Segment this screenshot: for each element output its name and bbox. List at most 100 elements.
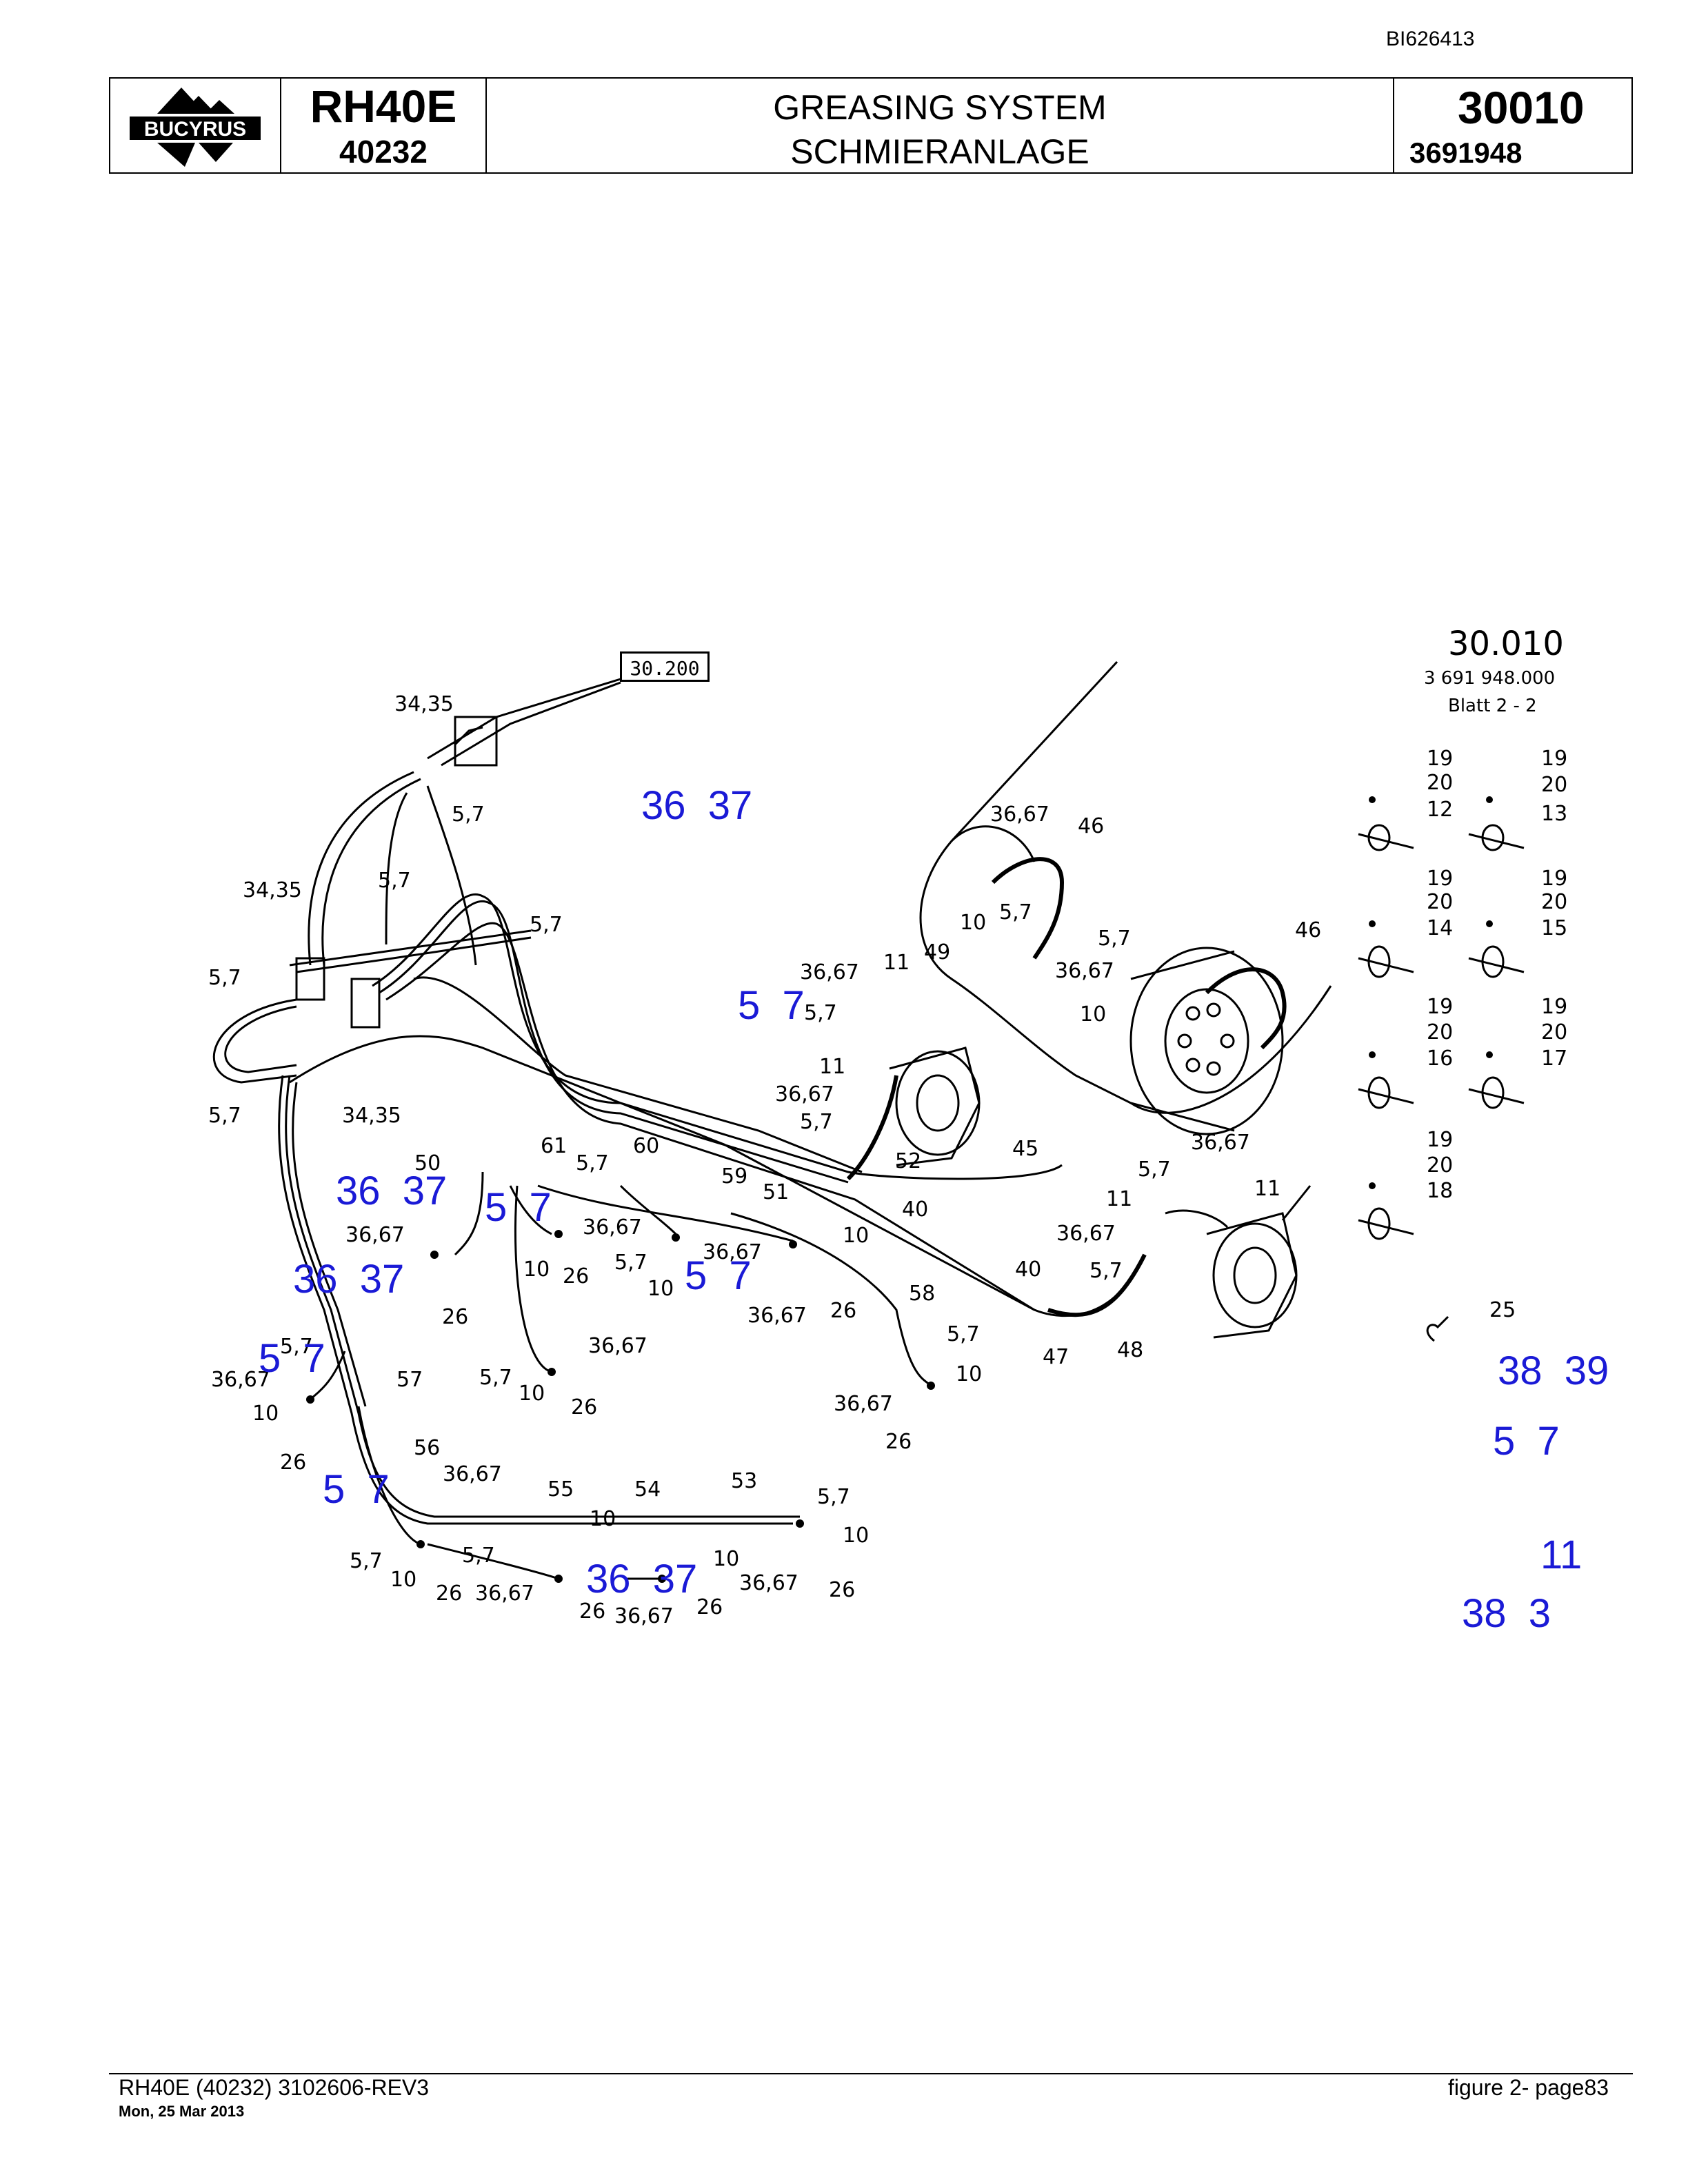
callout-label: 60	[633, 1134, 659, 1158]
callout-label: 5,7	[462, 1544, 495, 1568]
document-id: BI626413	[1386, 28, 1475, 50]
callout-label: 36,67	[800, 960, 859, 984]
footer-page: figure 2- page83	[1448, 2075, 1609, 2100]
callout-label: 36,67	[703, 1240, 762, 1264]
callout-label: 20	[1541, 773, 1567, 797]
sheet-number: 30.010	[1448, 625, 1564, 663]
callout-label: 36,67	[614, 1604, 674, 1628]
footer-date: Mon, 25 Mar 2013	[119, 2103, 245, 2120]
callout-label: 10	[713, 1547, 739, 1571]
callout-label: 26	[280, 1450, 306, 1475]
callout-label: 16	[1427, 1046, 1453, 1071]
callout-label: 15	[1541, 916, 1567, 940]
callout-label: 5,7	[208, 966, 241, 990]
callout-label: 45	[1012, 1137, 1038, 1161]
callout-label: 11	[1106, 1187, 1132, 1211]
callout-label: 5,7	[530, 913, 563, 937]
callout-label: 47	[1043, 1345, 1069, 1369]
drawing-number: 3 691 948.000	[1424, 668, 1555, 689]
callout-label: 19	[1427, 995, 1453, 1019]
title-english: GREASING SYSTEM	[773, 88, 1107, 127]
callout-label: 36,67	[211, 1368, 270, 1392]
callout-label: 26	[829, 1578, 855, 1602]
callout-label: 11	[883, 951, 910, 975]
callout-label: 46	[1078, 814, 1104, 838]
title-cell: GREASING SYSTEM SCHMIERANLAGE	[487, 79, 1394, 172]
callout-label: 55	[547, 1477, 574, 1502]
callout-label: 26	[442, 1305, 468, 1329]
callout-label: 36,67	[775, 1082, 834, 1106]
callout-label: 26	[579, 1599, 605, 1624]
callout-label: 10	[523, 1257, 550, 1282]
callout-label: 10	[960, 911, 986, 935]
callout-label: 36,67	[583, 1215, 642, 1240]
callout-label: 48	[1117, 1338, 1143, 1362]
callout-label: 49	[924, 940, 950, 964]
overlay-label: 5 7	[323, 1467, 390, 1512]
callout-label: 5,7	[1098, 927, 1131, 951]
line-work	[212, 660, 1525, 1580]
callout-label: 5,7	[614, 1251, 647, 1275]
callout-label: 20	[1427, 1020, 1453, 1044]
callout-label: 40	[902, 1197, 928, 1222]
overlay-label: 36 37	[336, 1169, 447, 1213]
callout-label: 5,7	[479, 1366, 512, 1390]
overlay-label: 38 39	[1498, 1348, 1609, 1393]
part-number: 3691948	[1409, 136, 1523, 169]
callout-label: 5,7	[1138, 1157, 1171, 1182]
callout-label: 56	[414, 1436, 440, 1460]
callout-label: 10	[390, 1568, 416, 1592]
callout-label: 46	[1295, 918, 1321, 942]
callout-label: 53	[731, 1469, 757, 1493]
callout-label: 5,7	[378, 869, 411, 893]
model-cell: RH40E 40232	[281, 79, 487, 172]
callout-label: 57	[396, 1368, 423, 1392]
callout-label: 26	[830, 1299, 856, 1323]
callout-label: 5,7	[999, 900, 1032, 924]
group-number: 30010	[1458, 82, 1585, 133]
callout-label: 26	[571, 1395, 597, 1419]
callout-label: 10	[252, 1402, 279, 1426]
callout-label: 19	[1427, 1128, 1453, 1152]
callout-label: 5,7	[804, 1001, 837, 1025]
callout-label: 12	[1427, 798, 1453, 822]
callout-label: 36,67	[747, 1304, 807, 1328]
callout-label: 11	[1254, 1177, 1280, 1201]
title-block: BUCYRUS RH40E 40232 GREASING SYSTEM SCHM…	[109, 77, 1633, 174]
callout-label: 20	[1427, 890, 1453, 914]
callout-label: 20	[1427, 1153, 1453, 1177]
callout-label: 36,67	[834, 1392, 893, 1416]
callout-label: 19	[1541, 995, 1567, 1019]
footer-divider	[109, 2073, 1633, 2074]
callout-label: 36,67	[1191, 1131, 1250, 1155]
callout-label: 26	[885, 1430, 912, 1454]
callout-label: 10	[843, 1524, 869, 1548]
callout-label: 11	[819, 1055, 845, 1079]
overlay-label: 36 37	[293, 1257, 404, 1302]
overlay-label: 38 3	[1462, 1591, 1551, 1636]
callout-label: 20	[1541, 1020, 1567, 1044]
logo-cell: BUCYRUS	[110, 79, 281, 172]
callout-label: 5,7	[452, 802, 485, 827]
callout-label: 20	[1541, 890, 1567, 914]
callout-label: 5,7	[280, 1335, 313, 1359]
callout-label: 34,35	[394, 692, 454, 716]
callout-label: 36,67	[443, 1462, 502, 1486]
model-name: RH40E	[310, 81, 457, 132]
hose-lines	[846, 857, 1287, 1317]
callout-label: 36,67	[475, 1581, 534, 1606]
title-german: SCHMIERANLAGE	[790, 132, 1089, 171]
callout-label: 5,7	[800, 1110, 833, 1134]
footer-document-ref: RH40E (40232) 3102606-REV3	[119, 2075, 430, 2100]
callout-label: 20	[1427, 771, 1453, 795]
callout-label: 34,35	[243, 878, 302, 902]
callout-label: 10	[519, 1382, 545, 1406]
callout-label: 36,67	[1056, 1222, 1116, 1246]
overlay-label: 5 7	[685, 1253, 752, 1298]
callout-label: 26	[563, 1264, 589, 1288]
callout-label: 19	[1427, 867, 1453, 891]
callout-label: 10	[1080, 1002, 1106, 1027]
callout-label: 54	[634, 1477, 661, 1502]
